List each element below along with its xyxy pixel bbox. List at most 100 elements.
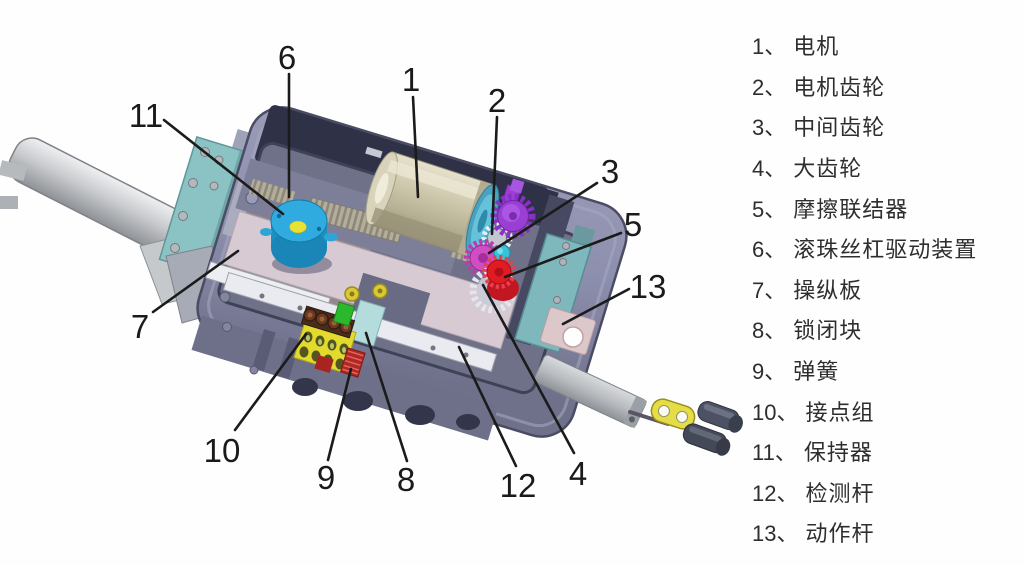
- rivet: [297, 305, 303, 311]
- housing-highlight: [365, 146, 383, 159]
- legend-item-number: 12、: [752, 480, 799, 506]
- leader-line-9: [326, 367, 353, 462]
- legend-item-7: 7、操纵板: [752, 269, 977, 310]
- legend-item-name: 操纵板: [793, 277, 863, 303]
- housing-foot: [292, 378, 318, 396]
- callout-7: 7: [131, 308, 149, 345]
- bolt: [188, 178, 198, 188]
- yellow-bolt-center: [349, 291, 355, 297]
- green-connector: [332, 301, 356, 327]
- legend-item-10: 10、接点组: [752, 390, 977, 431]
- screw-hole: [249, 365, 259, 375]
- leader-line-8: [364, 331, 409, 463]
- legend-item-12: 12、检测杆: [752, 472, 977, 513]
- rivet: [259, 293, 265, 299]
- spring-coil: [347, 350, 364, 357]
- legend-item-name: 检测杆: [805, 480, 875, 506]
- legend-item-number: 3、: [752, 115, 787, 141]
- legend-item-3: 3、中间齿轮: [752, 106, 977, 147]
- legend-item-5: 5、摩擦联结器: [752, 187, 977, 228]
- housing-foot: [343, 391, 373, 411]
- bolt: [178, 211, 188, 221]
- knob-highlight: [497, 248, 503, 254]
- action-rod-plate-hole: [562, 326, 584, 348]
- housing-foot: [456, 414, 480, 430]
- friction-coupler-hub: [494, 267, 504, 277]
- callout-8: 8: [397, 461, 415, 498]
- contact-spring-tip: [318, 339, 322, 345]
- gear-train: [464, 178, 536, 314]
- retainer-pin: [276, 213, 282, 219]
- leader-line-12: [457, 345, 518, 468]
- intermediate-gear-hub: [478, 253, 488, 263]
- retainer: [260, 199, 338, 274]
- legend-item-name: 动作杆: [805, 521, 875, 547]
- clevis-upper-highlight: [703, 404, 735, 419]
- spring-small: [314, 354, 334, 374]
- legend-item-name: 锁闭块: [793, 318, 863, 344]
- bolt: [562, 242, 570, 250]
- motor-highlight: [387, 159, 494, 205]
- rod-fragment: [0, 196, 18, 209]
- legend-item-name: 电机: [793, 34, 840, 60]
- legend-item-number: 6、: [752, 237, 787, 263]
- motor-gear-step: [509, 178, 525, 194]
- leader-line-2: [490, 115, 499, 236]
- screw-hole: [219, 291, 231, 303]
- leader-line-4: [481, 283, 576, 455]
- callout-10: 10: [204, 432, 241, 469]
- bolt: [553, 296, 561, 304]
- legend-item-9: 9、弹簧: [752, 350, 977, 391]
- contact-pin-center: [319, 316, 325, 322]
- legend-item-number: 7、: [752, 277, 787, 303]
- link-hole: [657, 405, 670, 418]
- legend: 1、电机 2、电机齿轮 3、中间齿轮 4、大齿轮 5、摩擦联结器 6、滚珠丝杠驱…: [752, 25, 977, 553]
- legend-item-1: 1、电机: [752, 25, 977, 66]
- bolt: [209, 181, 219, 191]
- legend-item-number: 1、: [752, 34, 787, 60]
- retainer-pin: [316, 226, 322, 232]
- retainer-wing: [324, 232, 338, 242]
- callout-2: 2: [488, 82, 506, 119]
- legend-item-number: 5、: [752, 196, 787, 222]
- leader-line-7: [151, 249, 240, 314]
- callout-5: 5: [624, 206, 642, 243]
- legend-item-name: 接点组: [805, 399, 875, 425]
- legend-item-name: 中间齿轮: [793, 115, 886, 141]
- motor: [365, 151, 500, 259]
- callout-9: 9: [317, 459, 335, 496]
- legend-item-number: 4、: [752, 156, 787, 182]
- callout-4: 4: [569, 455, 587, 492]
- motor-shadow: [370, 207, 479, 255]
- legend-item-name: 弹簧: [793, 359, 840, 385]
- legend-item-number: 9、: [752, 359, 787, 385]
- leader-line-13: [561, 287, 631, 326]
- housing-foot: [405, 405, 435, 425]
- legend-item-13: 13、动作杆: [752, 512, 977, 553]
- retainer-wing: [260, 228, 272, 236]
- legend-item-number: 2、: [752, 74, 787, 100]
- leader-line-5: [503, 231, 623, 279]
- rivet: [430, 345, 436, 351]
- rod-fragment: [0, 160, 28, 181]
- legend-item-8: 8、锁闭块: [752, 309, 977, 350]
- callout-3: 3: [601, 153, 619, 190]
- contact-hole: [299, 346, 309, 358]
- callout-6: 6: [278, 39, 296, 76]
- callout-1: 1: [402, 61, 420, 98]
- end-assembly: [513, 224, 743, 456]
- clevis: [682, 401, 743, 456]
- ball-screw-left: [248, 178, 296, 207]
- clevis-lower-highlight: [689, 426, 722, 442]
- legend-item-6: 6、滚珠丝杠驱动装置: [752, 228, 977, 269]
- legend-item-number: 8、: [752, 318, 787, 344]
- legend-item-4: 4、大齿轮: [752, 147, 977, 188]
- callout-13: 13: [630, 268, 667, 305]
- screw-hole: [222, 322, 232, 332]
- lock-block-body: [348, 299, 386, 347]
- legend-item-11: 11、保持器: [752, 431, 977, 472]
- spring-coil: [344, 359, 361, 367]
- legend-item-number: 10、: [752, 399, 799, 425]
- action-rod-end-hole: [628, 416, 635, 423]
